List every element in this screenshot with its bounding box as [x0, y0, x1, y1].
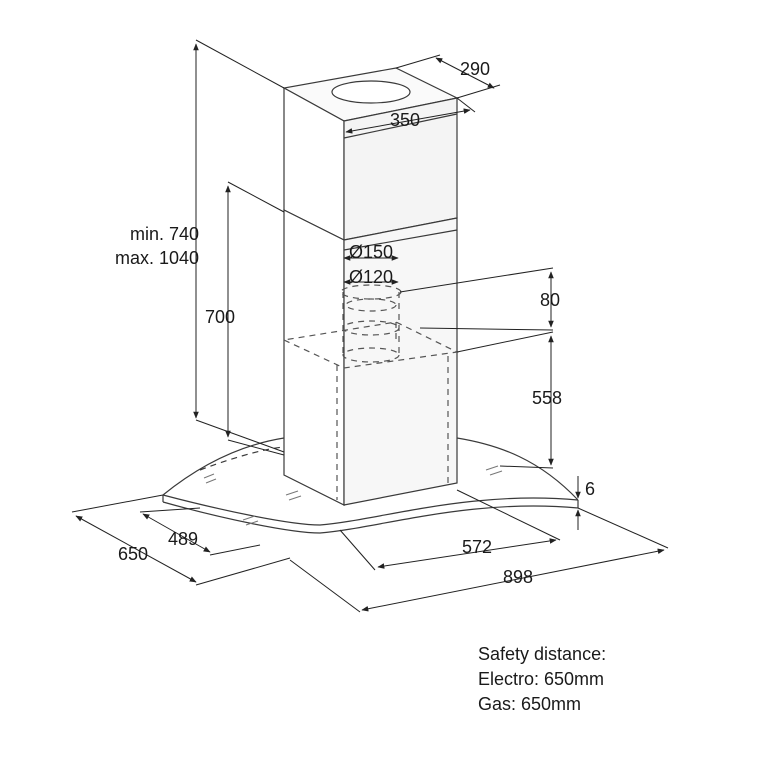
chimney-upper [282, 67, 459, 241]
label-glass-depth: 650 [118, 544, 148, 564]
label-body-depth: 489 [168, 529, 198, 549]
safety-distance-gas: Gas: 650mm [478, 694, 582, 714]
label-body-height: 558 [532, 388, 562, 408]
label-hood-height: 700 [205, 307, 235, 327]
glass-reflections [203, 465, 503, 526]
label-chimney-depth: 290 [460, 59, 490, 79]
label-outlet-collar: 80 [540, 290, 560, 310]
dimension-lines [71, 39, 669, 613]
glass-canopy [162, 437, 579, 534]
dimension-labels: 290 350 min. 740 max. 1040 700 Ø150 Ø120… [115, 59, 595, 587]
safety-distance-electro: Electro: 650mm [478, 669, 605, 689]
label-outlet-diameter: Ø150 [349, 242, 393, 262]
label-outlet-inner-diameter: Ø120 [349, 267, 393, 287]
label-body-width: 572 [462, 537, 492, 557]
label-glass-thickness: 6 [585, 479, 595, 499]
safety-distance-note: Safety distance: Electro: 650mm Gas: 650… [478, 642, 606, 717]
label-chimney-width: 350 [390, 110, 420, 130]
label-height-max: max. 1040 [115, 248, 199, 268]
label-height-min: min. 740 [130, 224, 199, 244]
label-glass-width: 898 [503, 567, 533, 587]
safety-distance-title: Safety distance: [478, 644, 607, 664]
